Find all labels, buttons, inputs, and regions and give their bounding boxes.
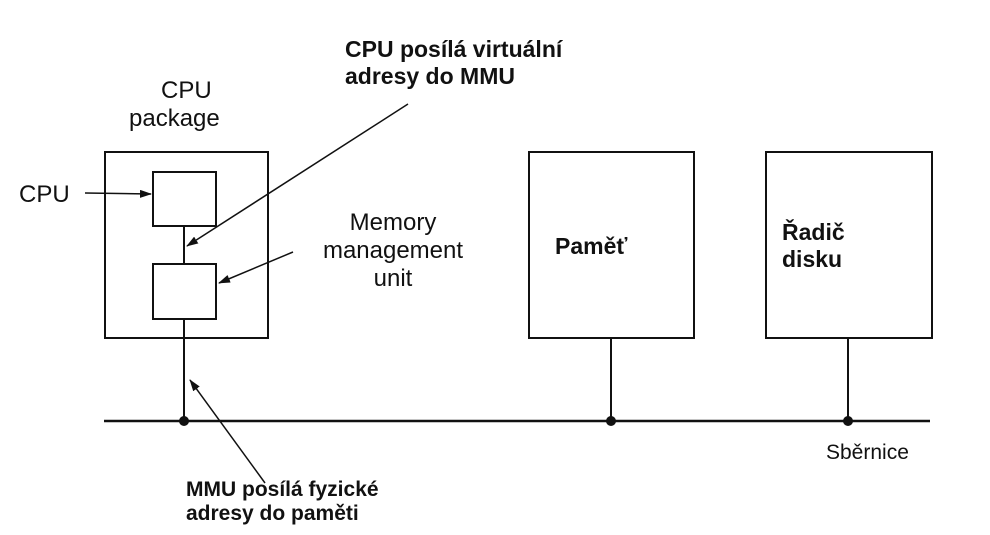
cpu-package-box bbox=[104, 151, 269, 339]
cpu-package-label: CPU package bbox=[129, 77, 220, 133]
mmu-sends-physical-line2: adresy do paměti bbox=[186, 502, 359, 526]
bus-junction-disk bbox=[843, 416, 853, 426]
disk-controller-line2: disku bbox=[782, 245, 843, 272]
bus-junction-cpu bbox=[179, 416, 189, 426]
mmu-sends-physical-label: MMU posílá fyzické adresy do paměti bbox=[186, 478, 379, 527]
mmu-sends-physical-line1: MMU posílá fyzické bbox=[186, 478, 379, 501]
cpu-label: CPU bbox=[19, 181, 70, 208]
bus-junction-memory bbox=[606, 416, 616, 426]
cpu-sends-virtual-label: CPU posílá virtuální adresy do MMU bbox=[345, 36, 562, 89]
disk-controller-line1: Řadič bbox=[782, 219, 845, 245]
disk-controller-label: Řadič disku bbox=[782, 219, 845, 272]
mmu-label-line2: management bbox=[322, 236, 464, 264]
mmu-label-arrow bbox=[218, 251, 294, 284]
cpu-package-label-line2: package bbox=[129, 104, 220, 132]
memory-label: Paměť bbox=[555, 233, 628, 259]
mmu-label: Memory management unit bbox=[296, 209, 490, 292]
cpu-package-label-line1: CPU bbox=[161, 77, 212, 104]
cpu-sends-virtual-line2: adresy do MMU bbox=[345, 62, 515, 89]
mmu-label-line1: Memory bbox=[349, 209, 437, 236]
cpu-label-arrow bbox=[84, 189, 152, 198]
mmu-label-line3: unit bbox=[373, 264, 413, 292]
cpu-box bbox=[152, 171, 217, 227]
bus-label: Sběrnice bbox=[826, 441, 909, 464]
mmu-box bbox=[152, 263, 217, 320]
physical-address-arrow bbox=[189, 379, 266, 484]
virtual-address-arrow bbox=[186, 103, 409, 247]
cpu-sends-virtual-line1: CPU posílá virtuální bbox=[345, 36, 563, 62]
